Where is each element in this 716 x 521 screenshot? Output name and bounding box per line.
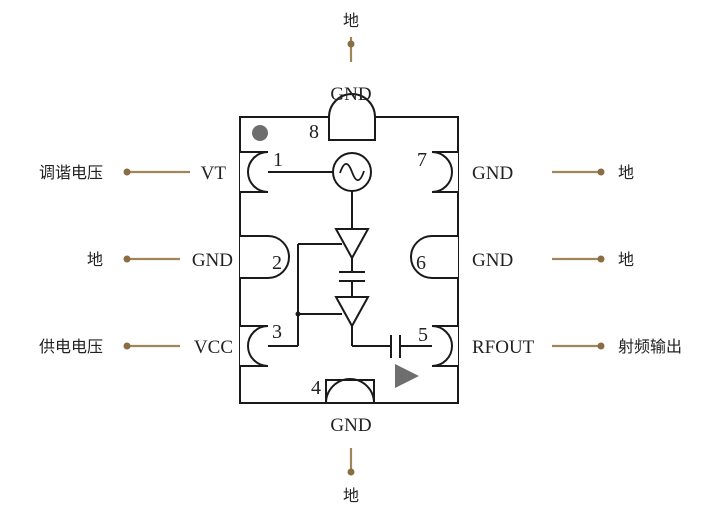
internal-circuit <box>268 171 432 358</box>
pin-desc-5: 射频输出 <box>618 337 682 356</box>
triangle-arrow-icon <box>395 364 419 388</box>
pin-number-1: 1 <box>273 149 283 171</box>
pin-desc-7: 地 <box>618 163 634 182</box>
pin1-marker-dot <box>252 125 268 141</box>
pin-name-8: GND <box>330 84 371 105</box>
pin-number-8: 8 <box>309 121 319 143</box>
pad-pin-8 <box>328 93 376 141</box>
pin-number-5: 5 <box>418 324 428 346</box>
pin-name-3: VCC <box>194 337 233 358</box>
pin-number-6: 6 <box>416 252 426 274</box>
pad-pin-5 <box>431 325 458 367</box>
pin-number-7: 7 <box>417 149 427 171</box>
pad-pin-3 <box>240 325 269 367</box>
pad-pin-1 <box>240 151 269 193</box>
pin-desc-2: 地 <box>87 250 103 269</box>
pad-pin-7 <box>431 151 458 193</box>
triangle-buffer-icon <box>334 228 370 261</box>
pin-number-3: 3 <box>272 321 282 343</box>
pin-name-7: GND <box>472 163 513 184</box>
sine-source-icon <box>332 152 372 192</box>
pin-name-4: GND <box>330 415 371 436</box>
pin-desc-4: 地 <box>343 486 359 505</box>
pad-pin-6 <box>410 235 458 279</box>
pin-desc-8: 地 <box>343 11 359 30</box>
pad-pin-4 <box>325 378 375 404</box>
pad-pin-2 <box>240 235 290 279</box>
pin-desc-6: 地 <box>618 250 634 269</box>
pin-name-5: RFOUT <box>472 337 535 358</box>
junction-dot <box>295 311 301 317</box>
triangle-buffer-icon <box>334 296 370 329</box>
pin-desc-1: 调谐电压 <box>39 163 103 182</box>
pin-name-1: VT <box>201 163 227 184</box>
pin-desc-3: 供电电压 <box>39 337 103 356</box>
pin-name-2: GND <box>192 250 233 271</box>
pin-name-6: GND <box>472 250 513 271</box>
pin-number-4: 4 <box>311 377 321 399</box>
pin-number-2: 2 <box>272 252 282 274</box>
